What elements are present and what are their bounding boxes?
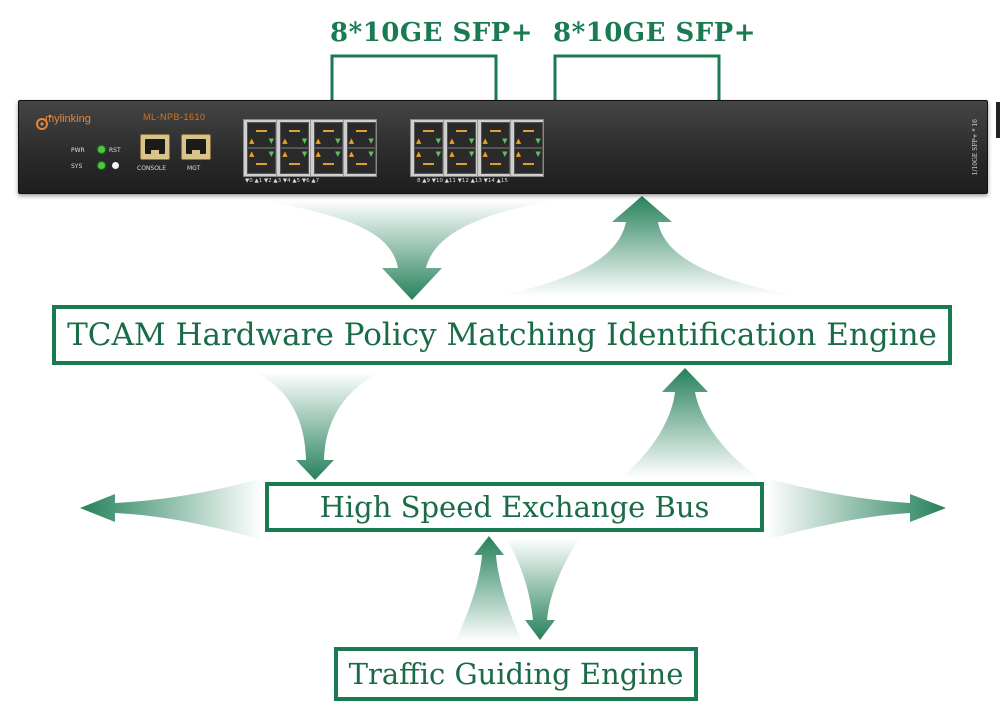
sfp-port-icon: ▲▼ <box>313 122 343 148</box>
sfp-port-icon: ▲▼ <box>313 148 343 174</box>
sfp-port-numbers-left: ▼0 ▲1 ▼2 ▲3 ▼4 ▲5 ▼6 ▲7 <box>245 178 320 184</box>
sfp-block-right: ▲▼▲▼▲▼▲▼▲▼▲▼▲▼▲▼ <box>410 119 544 177</box>
link-led-icon: ▲ <box>515 150 522 158</box>
left-group-bracket <box>330 54 498 100</box>
link-led-icon: ▲ <box>482 150 488 158</box>
page-edge-marker <box>996 102 1000 138</box>
link-led-icon: ▲ <box>282 137 288 145</box>
link-led-icon: ▲ <box>315 150 321 158</box>
egress-flow-arrow <box>500 196 800 296</box>
activity-led-icon: ▼ <box>335 150 341 158</box>
sfp-port-icon: ▲▼ <box>346 122 376 148</box>
bus-left-arrow <box>80 478 262 540</box>
sys-led-icon <box>98 162 105 169</box>
activity-led-icon: ▼ <box>301 150 308 158</box>
mgt-port-icon <box>181 134 211 160</box>
sfp-port-icon: ▲▼ <box>414 148 443 174</box>
right-group-bracket <box>553 54 721 100</box>
bus-to-tcam-arrow <box>620 368 760 478</box>
network-packet-broker-device: mylinking ML-NPB-1610 PWR RST SYS CONSOL… <box>18 100 988 194</box>
tcam-engine-label: TCAM Hardware Policy Matching Identifica… <box>67 317 937 353</box>
activity-led-icon: ▼ <box>301 137 308 145</box>
rst-button-icon[interactable] <box>112 162 119 169</box>
activity-led-icon: ▼ <box>502 150 508 158</box>
activity-led-icon: ▼ <box>468 150 475 158</box>
pwr-label: PWR <box>71 147 85 154</box>
link-led-icon: ▲ <box>449 137 455 145</box>
traffic-guiding-engine-label: Traffic Guiding Engine <box>348 657 684 691</box>
sfp-column: ▲▼▲▼ <box>478 120 511 176</box>
sfp-column: ▲▼▲▼ <box>244 120 278 176</box>
brand-name: mylinking <box>45 113 91 125</box>
port-spec-side-label: 1/10GE SFP+ * 16 <box>972 119 979 176</box>
link-led-icon: ▲ <box>515 137 522 145</box>
sfp-block-left: ▲▼▲▼▲▼▲▼▲▼▲▼▲▼▲▼ <box>243 119 377 177</box>
sfp-column: ▲▼▲▼ <box>511 120 543 176</box>
link-led-icon: ▲ <box>249 150 255 158</box>
activity-led-icon: ▼ <box>535 137 541 145</box>
bus-right-arrow <box>766 478 946 540</box>
traffic-to-bus-arrow <box>455 536 522 642</box>
mgt-port-label: MGT <box>187 165 201 172</box>
sfp-column: ▲▼▲▼ <box>411 120 445 176</box>
link-led-icon: ▲ <box>449 150 455 158</box>
sfp-column: ▲▼▲▼ <box>277 120 311 176</box>
tcam-to-bus-arrow <box>255 372 380 480</box>
sfp-port-numbers-right: 8 ▲9 ▼10 ▲11 ▼12 ▲13 ▼14 ▲15 <box>417 178 508 184</box>
link-led-icon: ▲ <box>416 150 422 158</box>
sfp-port-icon: ▲▼ <box>247 148 276 174</box>
ingress-flow-arrow <box>265 200 555 300</box>
activity-led-icon: ▼ <box>468 137 475 145</box>
traffic-guiding-engine-box: Traffic Guiding Engine <box>334 647 698 701</box>
activity-led-icon: ▼ <box>268 137 274 145</box>
sfp-port-icon: ▲▼ <box>247 122 276 148</box>
sfp-port-icon: ▲▼ <box>480 148 510 174</box>
right-sfp-group-label: 8*10GE SFP+ <box>553 18 757 48</box>
activity-led-icon: ▼ <box>502 137 508 145</box>
exchange-bus-label: High Speed Exchange Bus <box>319 490 710 524</box>
sfp-port-icon: ▲▼ <box>346 148 376 174</box>
link-led-icon: ▲ <box>348 150 355 158</box>
sfp-port-icon: ▲▼ <box>513 148 543 174</box>
left-sfp-group-label: 8*10GE SFP+ <box>330 18 534 48</box>
activity-led-icon: ▼ <box>368 150 374 158</box>
tcam-engine-box: TCAM Hardware Policy Matching Identifica… <box>52 305 952 365</box>
activity-led-icon: ▼ <box>435 150 441 158</box>
sfp-port-icon: ▲▼ <box>513 122 543 148</box>
brand-logo-icon <box>36 114 52 130</box>
console-port-icon <box>140 134 170 160</box>
link-led-icon: ▲ <box>482 137 488 145</box>
link-led-icon: ▲ <box>282 150 288 158</box>
sfp-column: ▲▼▲▼ <box>311 120 344 176</box>
sfp-port-icon: ▲▼ <box>447 122 477 148</box>
sfp-port-icon: ▲▼ <box>414 122 443 148</box>
activity-led-icon: ▼ <box>435 137 441 145</box>
pwr-led-icon <box>98 146 105 153</box>
activity-led-icon: ▼ <box>268 150 274 158</box>
activity-led-icon: ▼ <box>368 137 374 145</box>
link-led-icon: ▲ <box>249 137 255 145</box>
sfp-port-icon: ▲▼ <box>280 148 310 174</box>
link-led-icon: ▲ <box>416 137 422 145</box>
sfp-port-icon: ▲▼ <box>447 148 477 174</box>
rst-label: RST <box>109 147 121 154</box>
console-port-label: CONSOLE <box>137 165 167 172</box>
activity-led-icon: ▼ <box>335 137 341 145</box>
bus-to-traffic-arrow <box>505 538 580 640</box>
model-name: ML-NPB-1610 <box>143 112 206 122</box>
sys-label: SYS <box>71 163 83 170</box>
sfp-port-icon: ▲▼ <box>480 122 510 148</box>
link-led-icon: ▲ <box>315 137 321 145</box>
sfp-column: ▲▼▲▼ <box>344 120 376 176</box>
activity-led-icon: ▼ <box>535 150 541 158</box>
sfp-column: ▲▼▲▼ <box>444 120 478 176</box>
exchange-bus-box: High Speed Exchange Bus <box>265 482 764 532</box>
sfp-port-icon: ▲▼ <box>280 122 310 148</box>
link-led-icon: ▲ <box>348 137 355 145</box>
